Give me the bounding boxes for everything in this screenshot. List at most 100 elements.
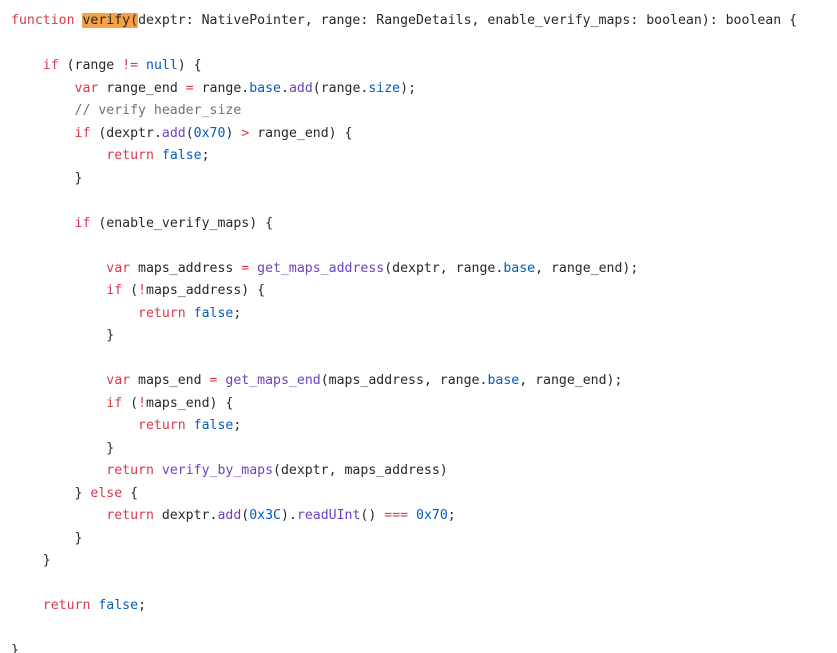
code-line: } [11, 550, 837, 573]
text-token: (dexptr, range. [384, 260, 504, 276]
text-token: (enable_verify_maps) { [90, 215, 274, 231]
text-token: } [11, 643, 19, 653]
text-token: . [281, 80, 289, 96]
text-token: () [360, 508, 385, 523]
text-token: (range [58, 58, 123, 73]
code-line [11, 33, 837, 56]
text-token: ; [447, 508, 456, 523]
literal-token: size [368, 80, 401, 96]
text-token: ); [400, 80, 417, 96]
text-token: ; [201, 148, 210, 163]
text-token [11, 261, 106, 276]
code-line [11, 190, 837, 213]
text-token [11, 103, 75, 118]
literal-token: false [161, 148, 202, 163]
function-token: add [288, 80, 313, 96]
text-token: ; [233, 418, 242, 433]
code-line: if (range != null) { [11, 55, 837, 78]
text-token [11, 58, 43, 73]
text-token: } [11, 170, 83, 186]
code-line: var range_end = range.base.add(range.siz… [11, 78, 837, 101]
code-line [11, 235, 837, 258]
keyword-token: if [106, 283, 123, 298]
keyword-token: if [106, 395, 123, 411]
search-highlight: verify( [82, 13, 139, 28]
text-token: , range_end); [535, 260, 639, 276]
code-line [11, 348, 837, 371]
keyword-token: != [122, 58, 139, 73]
text-token: ( [185, 125, 194, 141]
keyword-token: = [241, 260, 250, 276]
code-line: var maps_address = get_maps_address(dexp… [11, 258, 837, 281]
text-token: dexptr: NativePointer, range: RangeDetai… [138, 13, 798, 28]
literal-token: 0x70 [416, 508, 448, 523]
text-token [186, 418, 194, 433]
text-token: range. [193, 80, 250, 96]
function-token: get_maps_address [257, 260, 385, 276]
text-token: ( [122, 283, 139, 298]
code-line: } [11, 325, 837, 348]
comment-token: // verify header_size [74, 103, 242, 118]
text-token: } [11, 440, 115, 456]
literal-token: 0x70 [193, 125, 226, 141]
keyword-token: === [384, 508, 409, 523]
text-token: ( [241, 508, 250, 523]
text-token: ). [281, 508, 297, 523]
text-token: maps_address [130, 260, 242, 276]
literal-token: false [193, 305, 234, 321]
text-token: } [11, 485, 91, 501]
keyword-token: function [11, 13, 75, 28]
code-lines: function verify(dexptr: NativePointer, r… [11, 10, 837, 653]
code-line: } [11, 168, 837, 191]
code-line: } [11, 528, 837, 551]
text-token: maps_address) { [146, 283, 266, 298]
text-token: , range_end); [519, 373, 623, 388]
text-token: (dexptr, maps_address) [273, 463, 448, 478]
text-token: ( [122, 395, 139, 411]
text-token [138, 58, 146, 73]
text-token [11, 463, 106, 478]
keyword-token: if [42, 58, 59, 73]
text-token [249, 261, 257, 276]
function-token: readUInt [296, 508, 361, 523]
function-token: add [217, 508, 242, 523]
code-line: return verify_by_maps(dexptr, maps_addre… [11, 460, 837, 483]
keyword-token: if [74, 215, 91, 231]
text-token: (range. [312, 80, 369, 96]
literal-token: false [98, 598, 139, 613]
keyword-token: return [42, 598, 91, 613]
function-token: get_maps_end [225, 373, 321, 388]
code-line: return false; [11, 595, 837, 618]
text-token [11, 373, 106, 388]
text-token: ) [225, 125, 242, 141]
text-token [154, 463, 162, 478]
code-line: var maps_end = get_maps_end(maps_address… [11, 370, 837, 393]
text-token: } [11, 553, 51, 568]
keyword-token: else [90, 485, 123, 501]
literal-token: null [146, 58, 178, 73]
text-token: ; [138, 598, 147, 613]
text-token: { [122, 485, 139, 501]
literal-token: 0x3C [249, 508, 281, 523]
text-token [11, 508, 106, 523]
literal-token: base [487, 373, 520, 388]
literal-token: base [249, 80, 281, 96]
function-token: add [161, 125, 186, 141]
code-line: } [11, 438, 837, 461]
text-token [186, 306, 194, 321]
text-token [11, 396, 106, 411]
text-token [11, 598, 43, 613]
keyword-token: return [138, 418, 186, 433]
keyword-token: var [106, 373, 131, 388]
code-line: if (!maps_address) { [11, 280, 837, 303]
code-line: return dexptr.add(0x3C).readUInt() === 0… [11, 505, 837, 528]
code-line: return false; [11, 303, 837, 326]
text-token: (dexptr. [90, 125, 162, 141]
text-token [154, 148, 162, 163]
code-line: return false; [11, 145, 837, 168]
function-token: verify_by_maps [161, 463, 274, 478]
text-token: maps_end) { [146, 395, 234, 411]
text-token [11, 418, 138, 433]
text-token [11, 81, 75, 96]
